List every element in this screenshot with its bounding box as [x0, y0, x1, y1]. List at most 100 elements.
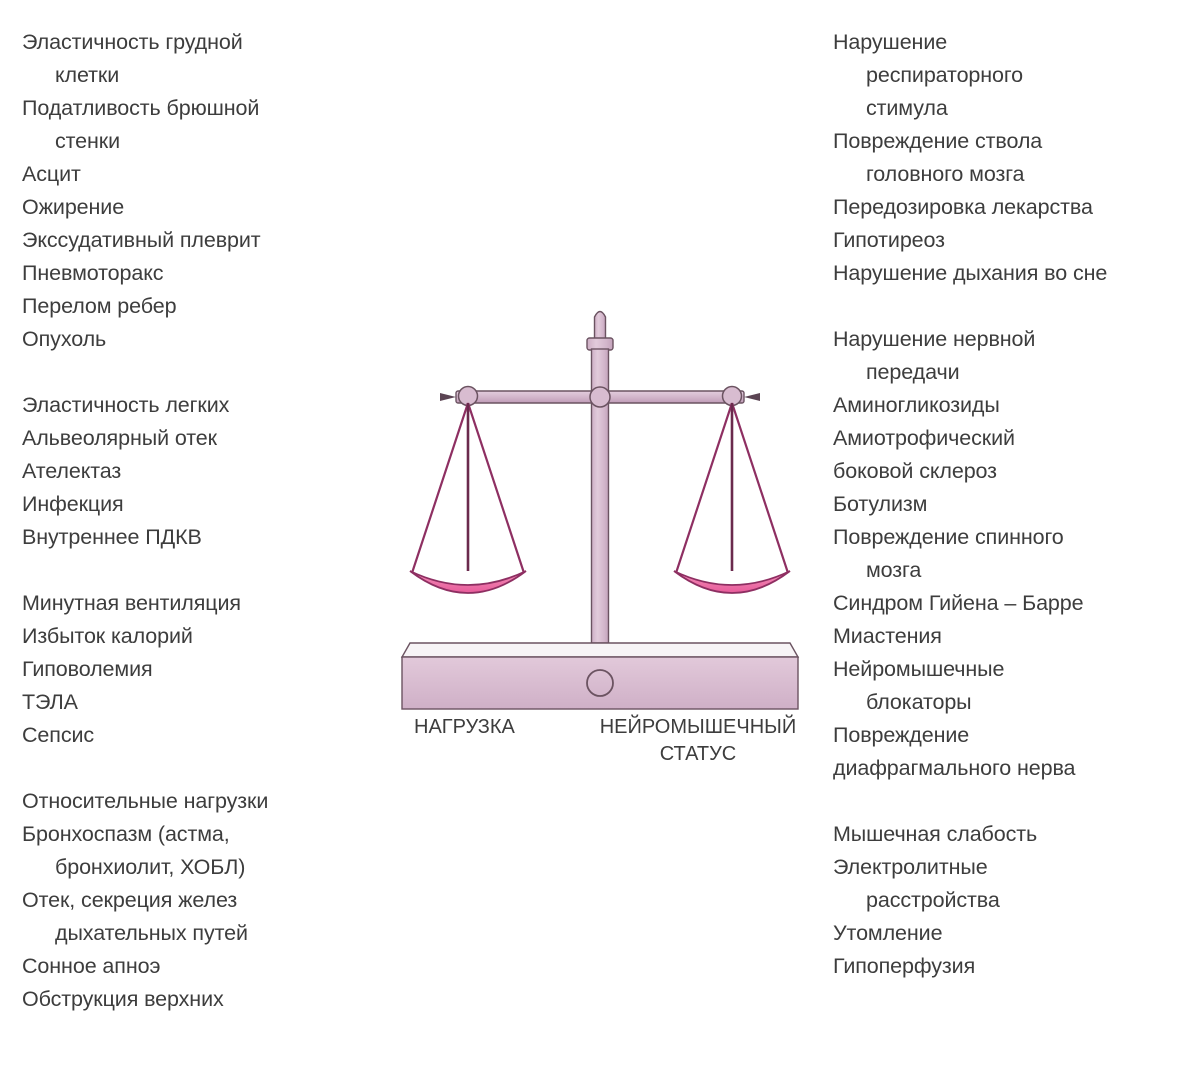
neuromuscular-factor-item-line: Ботулизм: [833, 492, 928, 516]
load-factor-item: Минутная вентиляция: [22, 587, 372, 620]
neuromuscular-factor-item-line: Нейромышечные: [833, 657, 1005, 681]
load-factor-item-line: Ожирение: [22, 195, 125, 219]
neuromuscular-factor-item: Утомление: [833, 917, 1193, 950]
neuromuscular-factor-item: Амиотрофический: [833, 422, 1193, 455]
neuromuscular-factor-item: диафрагмального нерва: [833, 752, 1193, 785]
load-factor-item: Перелом ребер: [22, 290, 372, 323]
load-factor-item: Внутреннее ПДКВ: [22, 521, 372, 554]
neuromuscular-factor-item-continuation: блокаторы: [866, 690, 972, 714]
load-factor-item-continuation: стенки: [55, 129, 121, 153]
load-factor-item: Пневмоторакс: [22, 257, 372, 290]
load-factor-item-line: Бронхоспазм (астма,: [22, 822, 230, 846]
neuromuscular-factor-item-line: Гипотиреоз: [833, 228, 945, 252]
neuromuscular-factor-item: Гипоперфузия: [833, 950, 1193, 983]
load-factor-item-line: Эластичность легких: [22, 393, 230, 417]
load-factor-item-line: ТЭЛА: [22, 690, 78, 714]
neuromuscular-factor-item: Передозировка лекарства: [833, 191, 1193, 224]
load-factor-item-line: Обструкция верхних: [22, 987, 224, 1011]
load-factor-item: Инфекция: [22, 488, 372, 521]
load-factor-item-continuation: дыхательных путей: [55, 921, 248, 945]
neuromuscular-factor-item-line: Синдром Гийена – Барре: [833, 591, 1084, 615]
load-factor-item-continuation: бронхиолит, ХОБЛ): [55, 855, 246, 879]
load-factor-item-line: Ателектаз: [22, 459, 122, 483]
load-factor-item-line: Отек, секреция желез: [22, 888, 238, 912]
neuromuscular-factor-item-line: Повреждение ствола: [833, 129, 1043, 153]
load-factor-item-line: Гиповолемия: [22, 657, 153, 681]
load-factor-item-line: Сепсис: [22, 723, 95, 747]
neuromuscular-factor-item: Нарушение дыхания во сне: [833, 257, 1193, 290]
neuromuscular-factor-item-line: Миастения: [833, 624, 942, 648]
load-factor-item-line: Избыток калорий: [22, 624, 193, 648]
load-factor-item-line: Пневмоторакс: [22, 261, 164, 285]
neuromuscular-factor-item-line: Нарушение дыхания во сне: [833, 261, 1108, 285]
neuromuscular-factor-item: боковой склероз: [833, 455, 1193, 488]
load-factor-item: Гиповолемия: [22, 653, 372, 686]
neuromuscular-factor-item: Синдром Гийена – Барре: [833, 587, 1193, 620]
load-factor-item: Избыток калорий: [22, 620, 372, 653]
neuromuscular-factor-item: Миастения: [833, 620, 1193, 653]
load-factor-item: Относительные нагрузки: [22, 785, 372, 818]
scale-column: [586, 310, 614, 644]
neuromuscular-factor-item: Повреждение спинного мозга: [833, 521, 1193, 587]
neuromuscular-factor-item-line: Электролитные: [833, 855, 988, 879]
left-pan: [409, 402, 527, 594]
load-factor-item-line: Относительные нагрузки: [22, 789, 269, 813]
load-factor-item-line: Альвеолярный отек: [22, 426, 217, 450]
neuromuscular-factor-item-line: Аминогликозиды: [833, 393, 1000, 417]
load-factor-item: Эластичность легких: [22, 389, 372, 422]
neuromuscular-factor-item-continuation: респираторного: [866, 63, 1024, 87]
neuromuscular-factor-item-line: диафрагмального нерва: [833, 756, 1076, 780]
neuromuscular-factor-item-line: Передозировка лекарства: [833, 195, 1093, 219]
load-factor-item: Экссудативный плеврит: [22, 224, 372, 257]
neuromuscular-factor-item-continuation: головного мозга: [866, 162, 1025, 186]
neuromuscular-factor-item-continuation: расстройства: [866, 888, 1000, 912]
load-factor-item-line: Асцит: [22, 162, 81, 186]
neuromuscular-factor-item-line: боковой склероз: [833, 459, 997, 483]
neuromuscular-factor-item-line: Утомление: [833, 921, 943, 945]
label-load: НАГРУЗКА: [414, 716, 515, 738]
load-factor-item: Обструкция верхних: [22, 983, 372, 1016]
load-factor-item-line: Минутная вентиляция: [22, 591, 241, 615]
balance-scale-svg: [400, 310, 800, 710]
neuromuscular-factor-item: Электролитные расстройства: [833, 851, 1193, 917]
neuromuscular-factor-item: Нейромышечные блокаторы: [833, 653, 1193, 719]
neuromuscular-factor-item-line: Нарушение нервной: [833, 327, 1036, 351]
neuromuscular-factor-item-line: Повреждение: [833, 723, 970, 747]
neuromuscular-factor-item: Аминогликозиды: [833, 389, 1193, 422]
load-factor-item-line: Инфекция: [22, 492, 124, 516]
neuromuscular-factor-item-line: Нарушение: [833, 30, 948, 54]
load-factor-item: Асцит: [22, 158, 372, 191]
neuromuscular-factor-item-continuation: стимула: [866, 96, 948, 120]
load-factor-item: ТЭЛА: [22, 686, 372, 719]
load-factor-item-line: Опухоль: [22, 327, 107, 351]
load-factor-item-line: Перелом ребер: [22, 294, 177, 318]
neuromuscular-factor-item-line: Повреждение спинного: [833, 525, 1064, 549]
neuromuscular-factor-item-line: Амиотрофический: [833, 426, 1015, 450]
load-factor-item-line: Экссудативный плеврит: [22, 228, 261, 252]
neuromuscular-factor-item: Повреждение: [833, 719, 1193, 752]
neuromuscular-factor-item-continuation: мозга: [866, 558, 922, 582]
load-factor-item: Бронхоспазм (астма, бронхиолит, ХОБЛ): [22, 818, 372, 884]
load-factor-item-line: Сонное апноэ: [22, 954, 161, 978]
load-factor-item: Альвеолярный отек: [22, 422, 372, 455]
scale-base: [400, 642, 800, 710]
scale-beam: [440, 385, 760, 408]
load-factor-item-line: Эластичность грудной: [22, 30, 243, 54]
load-factor-item: Ожирение: [22, 191, 372, 224]
neuromuscular-factor-item-line: Мышечная слабость: [833, 822, 1038, 846]
load-factor-item: Опухоль: [22, 323, 372, 356]
balance-scale-illustration: [398, 305, 802, 785]
scale-pan-labels: НАГРУЗКА НЕЙРОМЫШЕЧНЫЙ СТАТУС: [395, 714, 825, 794]
load-factor-item-continuation: клетки: [55, 63, 120, 87]
